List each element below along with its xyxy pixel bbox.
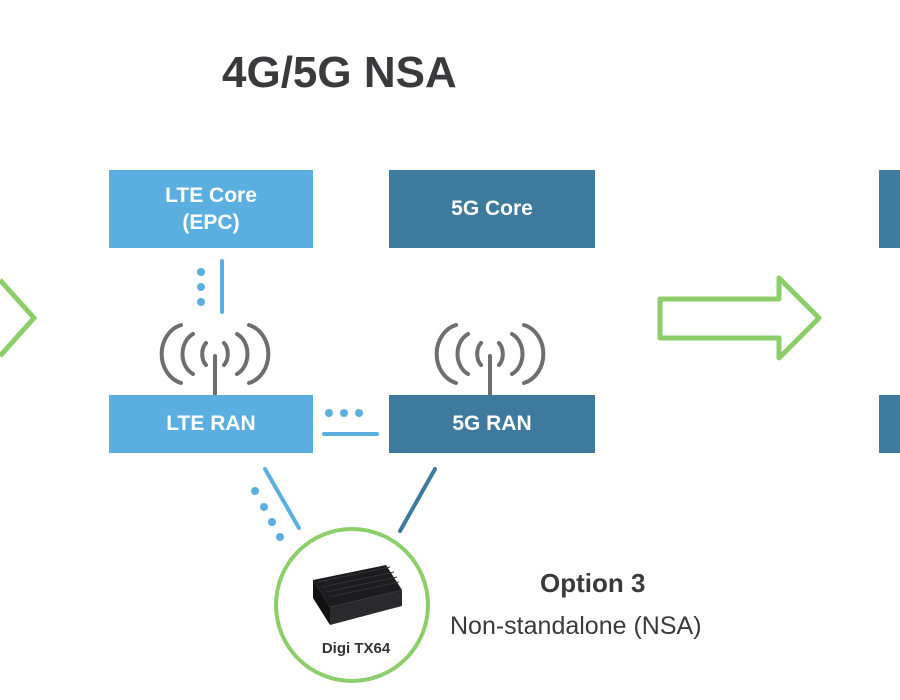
next-core-box-partial — [879, 170, 900, 248]
5g-core-label: 5G Core — [451, 197, 533, 221]
option-subtitle: Non-standalone (NSA) — [450, 612, 702, 640]
option-title: Option 3 — [540, 568, 646, 598]
5g-ran-box: 5G RAN — [389, 395, 595, 453]
router-device-icon — [313, 565, 402, 625]
lte-core-label: LTE Core — [165, 183, 257, 207]
next-ran-box-partial — [879, 395, 900, 453]
device-label: Digi TX64 — [321, 640, 391, 657]
lte-core-sublabel: (EPC) — [182, 211, 240, 234]
previous-arrow-icon — [0, 278, 38, 358]
right-arrow-outline-icon — [657, 275, 822, 361]
lte-ran-device-link — [251, 467, 301, 541]
5g-ran-device-link — [398, 467, 437, 533]
lte-ran-box: LTE RAN — [109, 395, 313, 453]
radio-tower-icon — [159, 323, 271, 396]
page-title: 4G/5G NSA — [222, 48, 457, 97]
lte-core-ran-link — [197, 259, 224, 314]
lte-core-box: LTE Core (EPC) — [109, 170, 313, 248]
radio-tower-icon — [434, 323, 546, 396]
5g-core-box: 5G Core — [389, 170, 595, 248]
5g-ran-label: 5G RAN — [452, 412, 532, 436]
lte-ran-label: LTE RAN — [166, 412, 256, 436]
ran-to-ran-link — [322, 409, 379, 436]
